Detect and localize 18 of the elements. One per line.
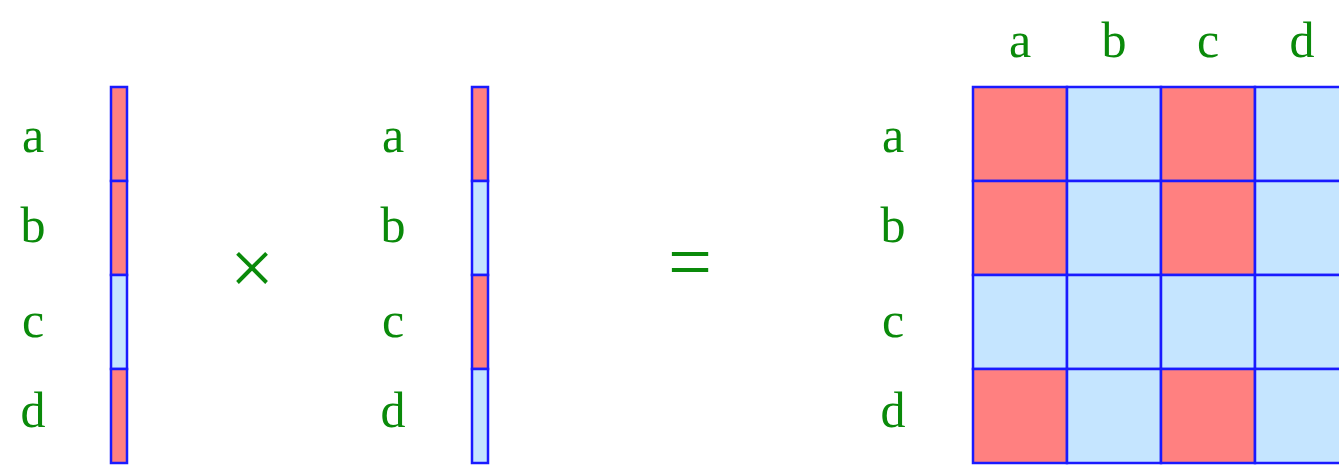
row-label: d (880, 385, 906, 435)
row-label: a (881, 110, 905, 160)
row-label: b (20, 200, 46, 250)
column-label: d (1289, 15, 1315, 65)
row-label: b (880, 200, 906, 250)
column-label: c (1196, 15, 1220, 65)
column-label: b (1101, 15, 1127, 65)
row-label: b (380, 200, 406, 250)
row-label: c (881, 295, 905, 345)
row-label: a (21, 110, 45, 160)
row-label: d (20, 385, 46, 435)
row-label: c (381, 295, 405, 345)
row-label: a (381, 110, 405, 160)
column-label: a (1008, 15, 1032, 65)
equals-sign: = (668, 223, 712, 301)
times-sign: × (230, 229, 274, 307)
row-label: c (21, 295, 45, 345)
row-label: d (380, 385, 406, 435)
